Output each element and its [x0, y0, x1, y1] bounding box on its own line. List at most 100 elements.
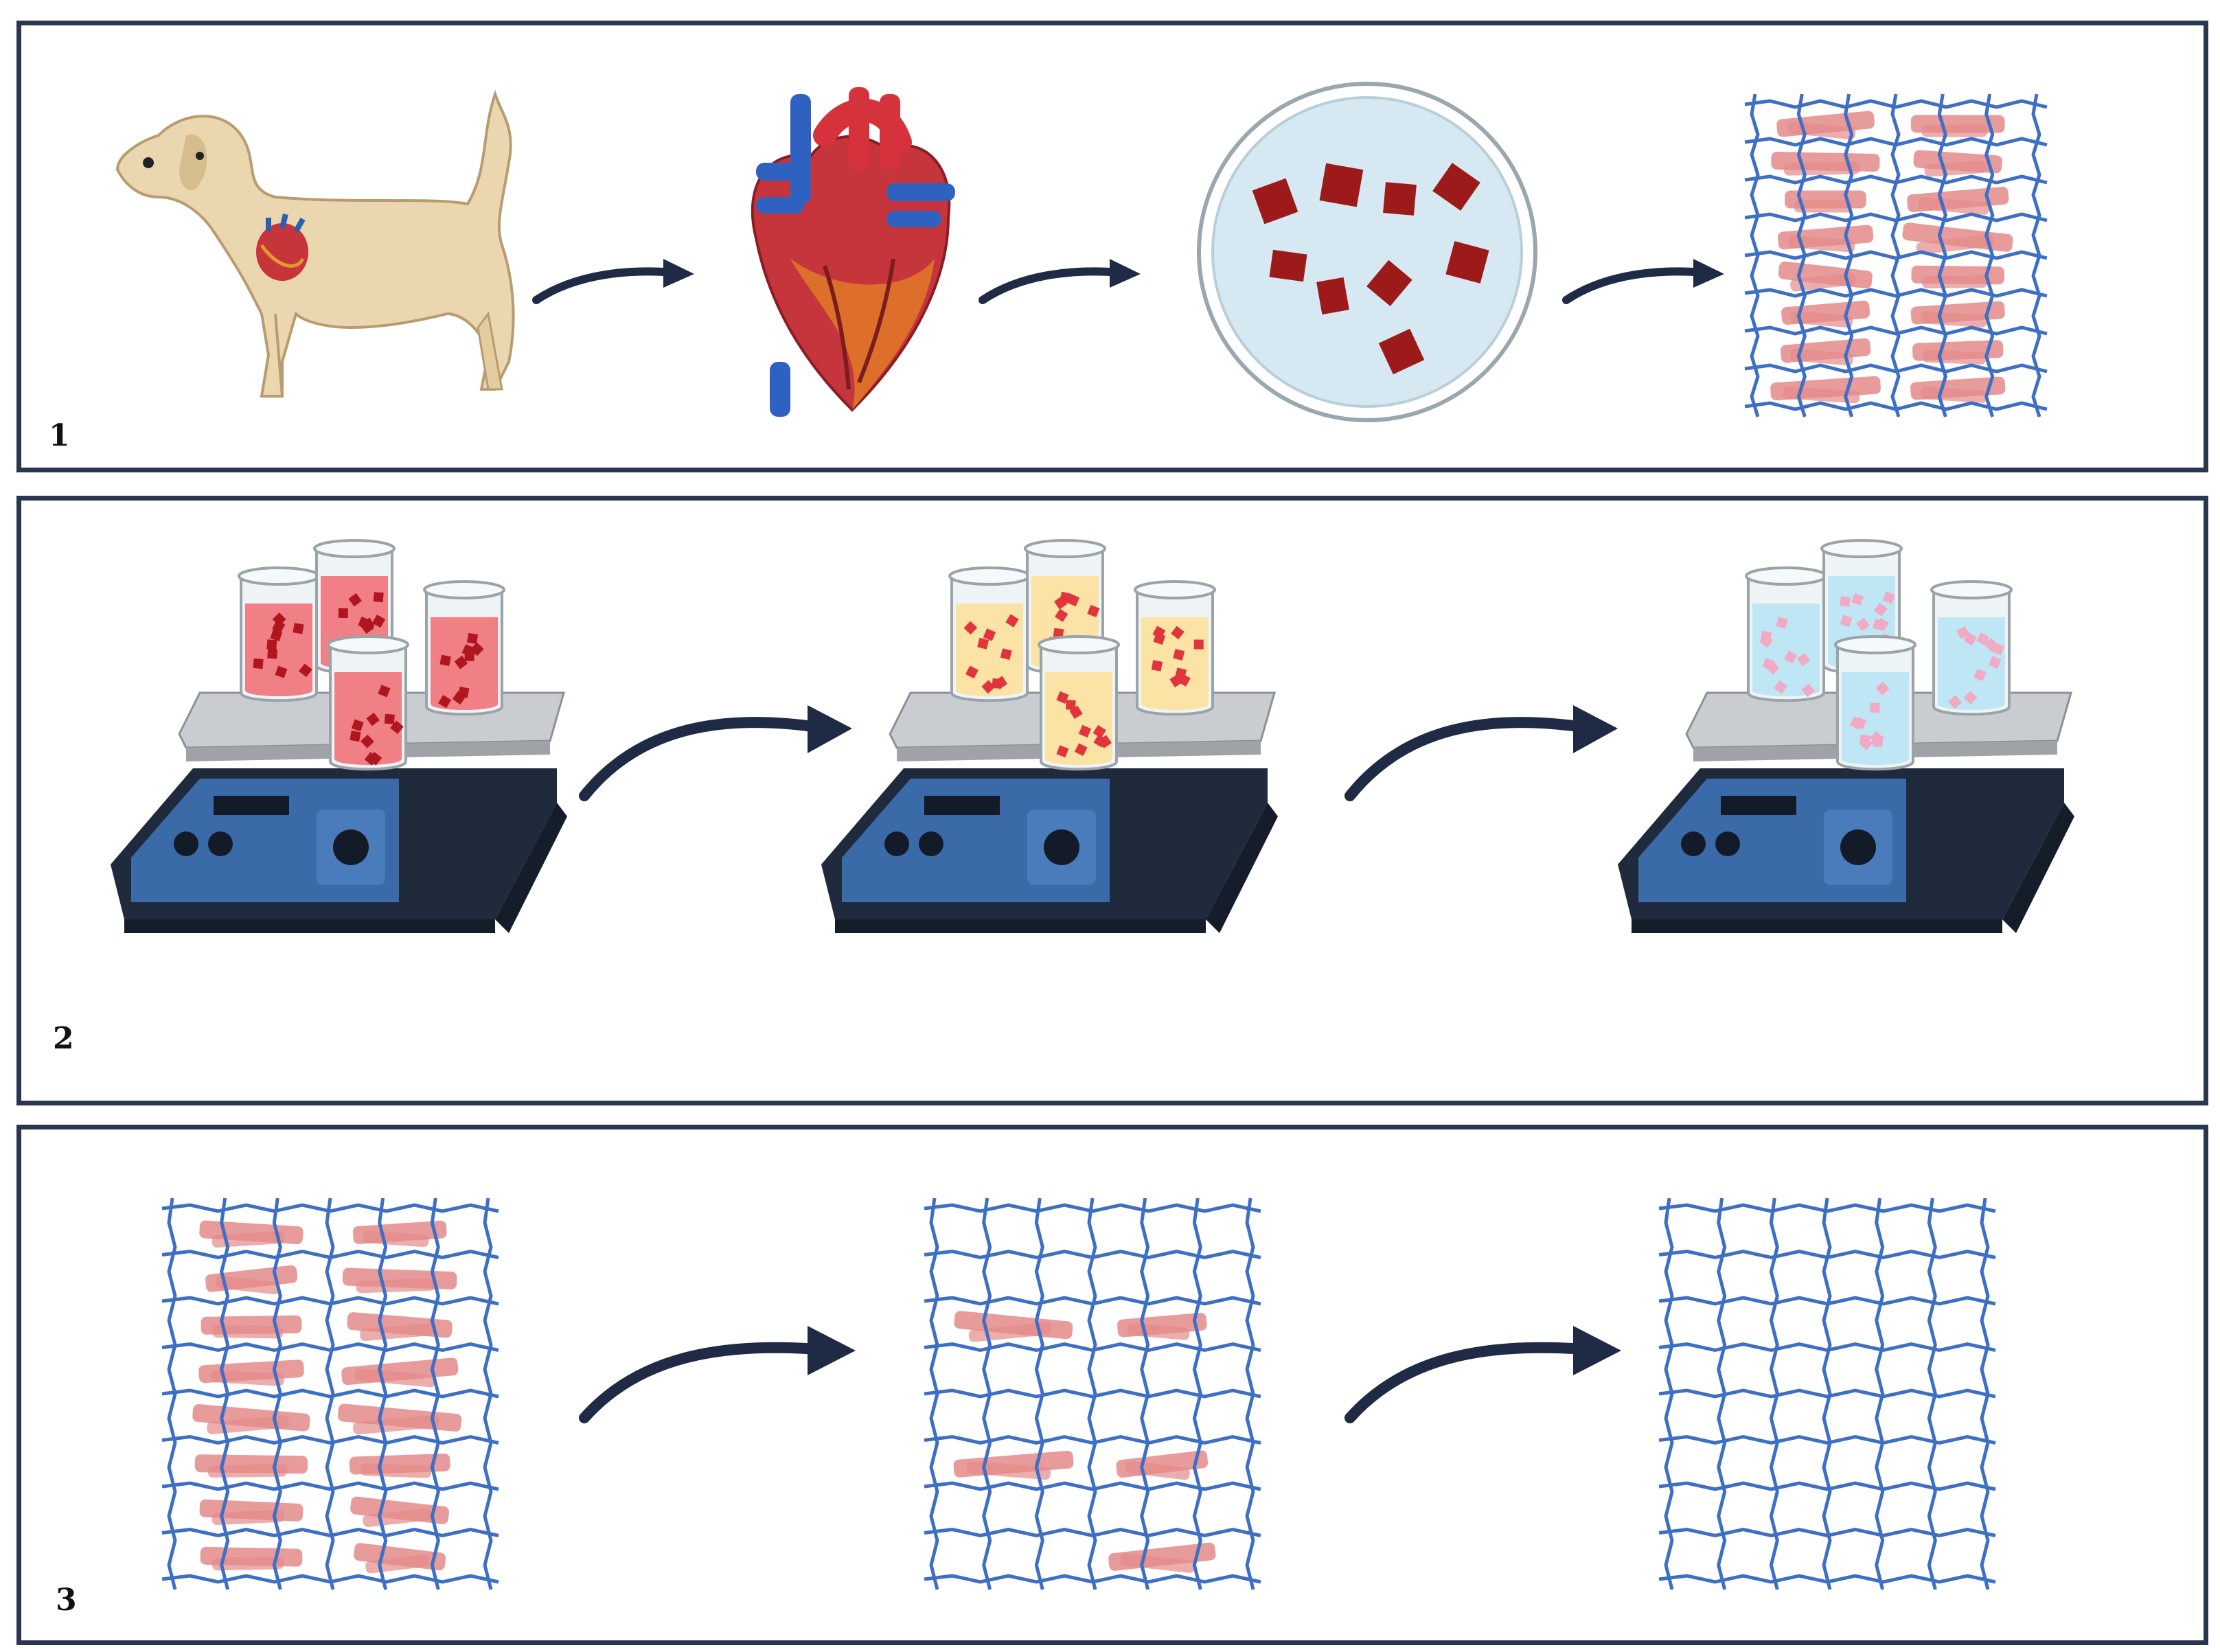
- mesh-fiber: [924, 1203, 1261, 1213]
- beaker-icon: [238, 566, 320, 702]
- cell-mark: [1790, 348, 1853, 366]
- scaffold-decellularized-icon: [1658, 1197, 1996, 1590]
- cell-mark: [215, 1276, 279, 1295]
- scaffold-full-cells-icon: [161, 1197, 499, 1590]
- mesh-fiber: [220, 1197, 230, 1590]
- panel-agitation: 2: [16, 496, 2208, 1105]
- mesh-fiber: [161, 1203, 499, 1213]
- panel-number-2: 2: [53, 1021, 74, 1056]
- mesh-fiber: [161, 1481, 499, 1491]
- mesh-fiber: [1984, 93, 1995, 417]
- mesh-fiber: [2031, 93, 2041, 417]
- cell-mark: [1922, 349, 1987, 365]
- mesh-fiber: [167, 1197, 177, 1590]
- beaker-icon: [327, 635, 409, 771]
- mesh-fiber: [1658, 1481, 1996, 1491]
- mesh-fiber: [1658, 1434, 1996, 1445]
- mesh-fiber: [1034, 1197, 1044, 1590]
- beaker-icon: [1745, 566, 1827, 702]
- mesh-fiber: [1245, 1197, 1255, 1590]
- mesh-fiber: [1980, 1197, 1990, 1590]
- mesh-fiber: [1658, 1203, 1996, 1213]
- arrow-1b-icon: [979, 259, 1141, 304]
- panel-1-art: [115, 82, 2048, 422]
- mesh-fiber: [1140, 1197, 1150, 1590]
- panel-3-art: [161, 1197, 1996, 1590]
- mesh-fiber: [1875, 1197, 1885, 1590]
- orbital-shaker-yellow-icon: [821, 539, 1278, 933]
- beaker-icon: [423, 580, 505, 716]
- panel-number-3: 3: [56, 1583, 77, 1618]
- mesh-fiber: [1744, 99, 2048, 109]
- cell-mark: [966, 1461, 1051, 1480]
- cell-mark: [1120, 1553, 1195, 1573]
- cell-mark: [211, 1231, 285, 1248]
- mesh-fiber: [924, 1388, 1261, 1399]
- cell-mark: [353, 1415, 439, 1435]
- cell-mark: [1790, 273, 1856, 292]
- mesh-fiber: [1744, 288, 2048, 298]
- beaker-icon: [1834, 635, 1916, 771]
- mesh-fiber: [929, 1197, 939, 1590]
- cell-mark: [1788, 235, 1855, 253]
- arrow-1c-icon: [1562, 259, 1724, 304]
- mesh-fiber: [1658, 1388, 1996, 1399]
- cell-mark: [1791, 311, 1853, 328]
- mesh-fiber: [1192, 1197, 1202, 1590]
- tissue-scaffold-icon: [1744, 93, 2048, 417]
- cell-mark: [360, 1323, 434, 1341]
- panel-2-art: [111, 539, 2074, 933]
- mesh-fiber: [161, 1434, 499, 1445]
- cell-mark: [361, 1463, 432, 1478]
- cell-mark: [212, 1325, 284, 1339]
- mesh-fiber: [1796, 93, 1807, 417]
- mesh-fiber: [161, 1388, 499, 1399]
- mesh-fiber: [1769, 1197, 1779, 1590]
- scaffold-partial-cells-icon: [924, 1197, 1261, 1590]
- cell-mark: [356, 1278, 437, 1294]
- mesh-fiber: [430, 1197, 440, 1590]
- dog-icon: [115, 89, 515, 398]
- cell-mark: [1918, 197, 1989, 215]
- mesh-fiber: [378, 1197, 388, 1590]
- mesh-fiber: [982, 1197, 992, 1590]
- beaker-icon: [1038, 635, 1120, 771]
- arrow-2b-icon: [1344, 705, 1618, 801]
- beaker-icon: [948, 566, 1031, 702]
- cell-mark: [1921, 387, 1988, 403]
- mesh-fiber: [924, 1481, 1261, 1491]
- cell-mark: [1922, 275, 1988, 289]
- panel-number-1: 1: [49, 418, 70, 453]
- cell-mark: [1924, 161, 1987, 177]
- orbital-shaker-blue-icon: [1618, 539, 2074, 933]
- mesh-fiber: [1744, 325, 2048, 336]
- mesh-fiber: [1664, 1197, 1674, 1590]
- cell-mark: [363, 1230, 429, 1248]
- cell-mark: [210, 1370, 284, 1386]
- mesh-fiber: [1744, 250, 2048, 260]
- mesh-fiber: [1822, 1197, 1832, 1590]
- beaker-icon: [1930, 580, 2013, 716]
- panel-decellularization: 3: [16, 1125, 2208, 1645]
- mesh-fiber: [1087, 1197, 1097, 1590]
- arrow-2a-icon: [579, 705, 852, 801]
- cell-mark: [1921, 311, 1987, 328]
- arrow-1a-icon: [532, 259, 694, 304]
- mesh-fiber: [272, 1197, 282, 1590]
- mesh-fiber: [1890, 93, 1901, 417]
- cell-mark: [212, 1557, 284, 1571]
- petri-dish-icon: [1197, 82, 1537, 422]
- cell-mark: [1916, 234, 1994, 255]
- arrow-3a-icon: [579, 1326, 856, 1423]
- cell-mark: [207, 1464, 287, 1478]
- mesh-fiber: [1717, 1197, 1727, 1590]
- mesh-fiber: [325, 1197, 335, 1590]
- cell-mark: [1921, 124, 1988, 137]
- mesh-fiber: [1844, 93, 1854, 417]
- cell-mark: [354, 1368, 436, 1388]
- heart-icon: [751, 87, 955, 417]
- arrow-3b-icon: [1344, 1326, 1621, 1423]
- panel-harvest: 1: [16, 21, 2208, 472]
- mesh-fiber: [483, 1197, 493, 1590]
- orbital-shaker-red-icon: [111, 539, 567, 933]
